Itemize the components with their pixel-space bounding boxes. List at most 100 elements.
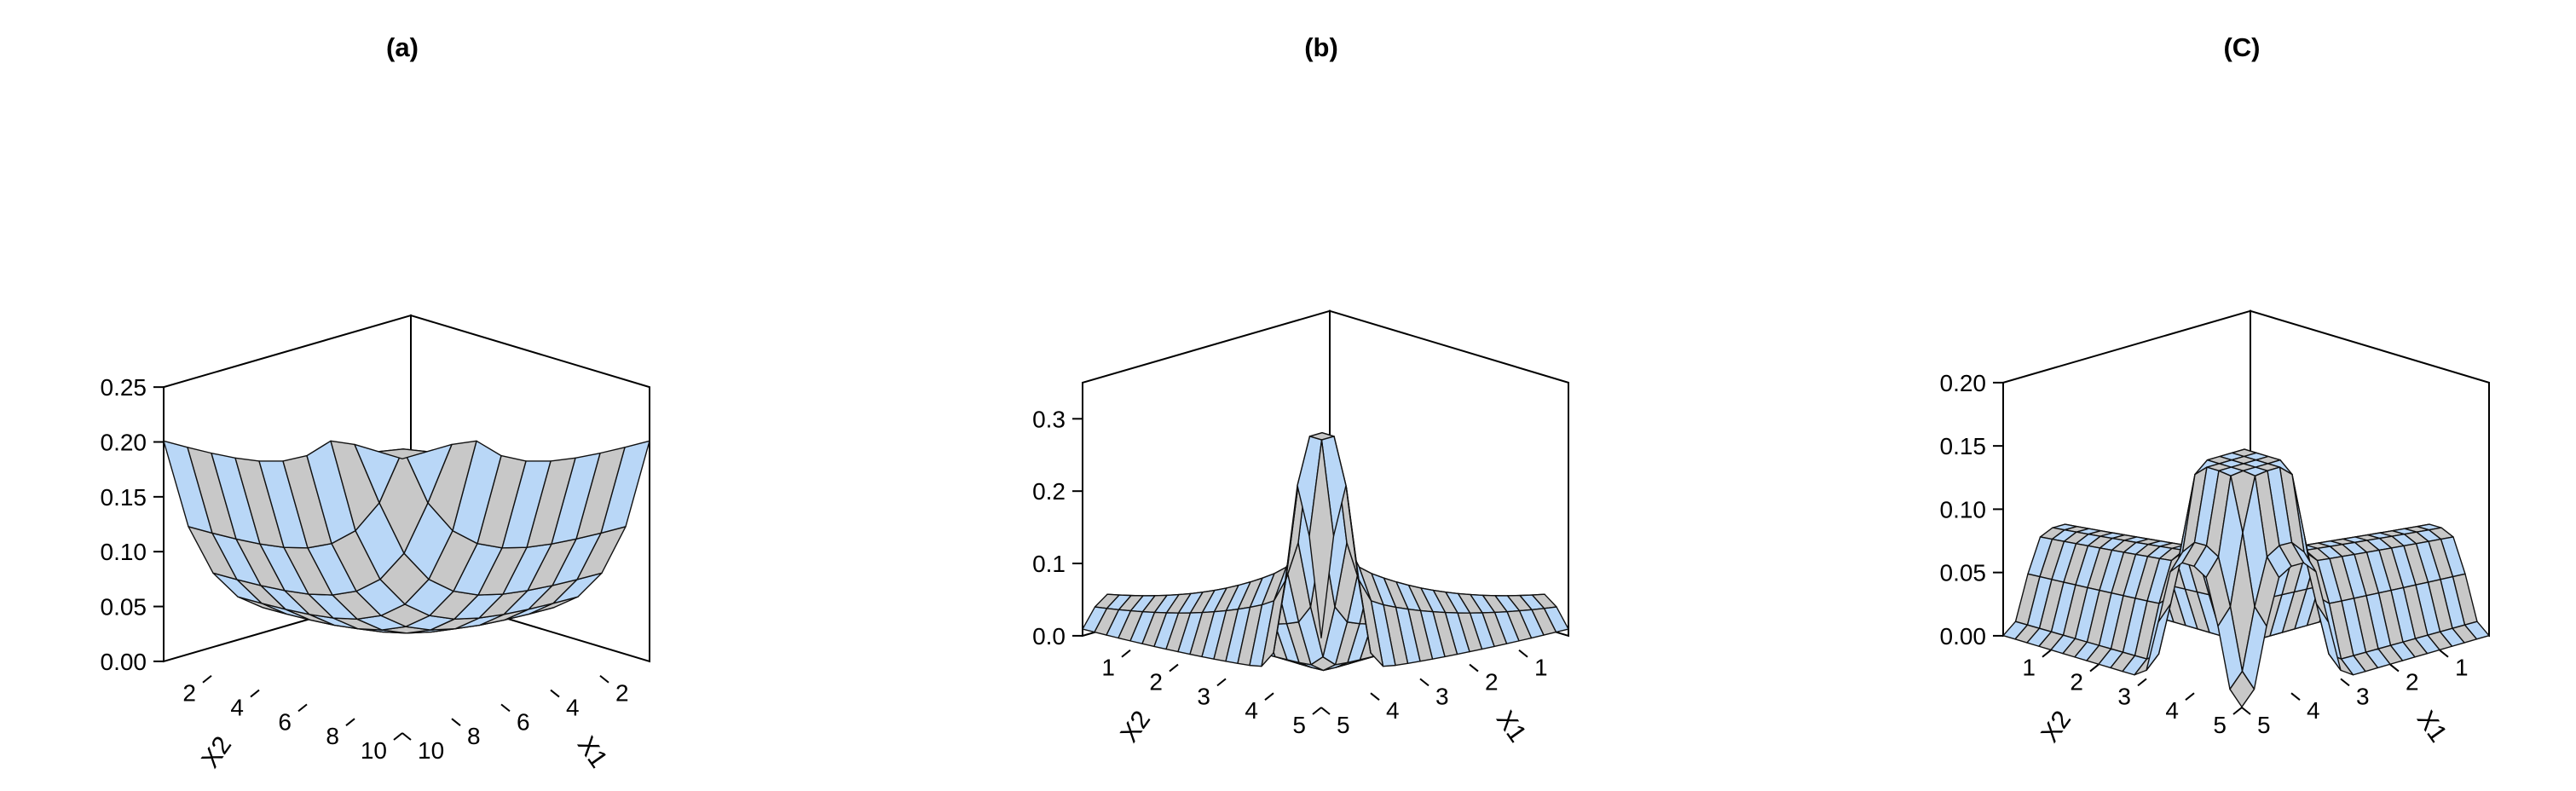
x1-tick-mark [401,732,412,741]
x1-tick-mark [500,703,511,713]
x1-tick-label: 2 [2406,669,2419,696]
surface-mesh [2002,448,2490,708]
z-tick-label: 0.2 [1032,478,1066,505]
x2-axis: 1 2 3 4 5 [2022,649,2243,738]
z-tick-label: 0.15 [101,484,147,511]
x1-tick-mark [2439,649,2449,658]
x2-tick-label: 10 [361,737,387,764]
z-tick-label: 0.25 [101,374,147,401]
x2-tick-mark [2089,663,2099,673]
x1-tick-label: 1 [1534,655,1548,681]
x2-tick-mark [202,674,212,684]
x1-tick-label: 2 [1485,669,1499,696]
x2-axis-label: X2 [196,731,237,773]
z-tick-label: 0.1 [1032,551,1066,577]
x1-tick-label: 2 [615,680,629,707]
z-tick-label: 0.00 [101,649,147,675]
x2-tick-label: 2 [182,680,196,707]
x1-tick-label: 8 [467,723,481,749]
x2-axis-label: X2 [2036,706,2076,748]
x1-axis-label: X1 [572,731,613,773]
x2-tick-mark [1121,649,1131,658]
x1-tick-mark [1419,678,1430,687]
z-tick-label: 0.20 [101,430,147,456]
z-tick-label: 0.05 [101,594,147,621]
x2-axis: 1 2 3 4 5 [1101,649,1322,738]
x2-axis: 2 4 6 8 10 [182,674,403,764]
surface-mesh [163,440,650,634]
x2-tick-label: 5 [2213,712,2227,738]
x1-axis-label: X1 [2411,706,2452,748]
x2-tick-label: 3 [2117,683,2131,709]
z-tick-label: 0.00 [1940,623,1987,650]
z-tick-label: 0.20 [1940,370,1987,396]
panel-title-b: (b) [1304,32,1338,62]
x1-tick-mark [2389,663,2400,673]
x1-tick-mark [599,674,609,684]
z-tick-label: 0.05 [1940,560,1987,586]
x1-tick-mark [2241,707,2251,715]
surface-mesh [1082,431,1569,672]
x2-tick-mark [1264,692,1274,701]
x1-tick-label: 6 [517,708,530,735]
x2-tick-label: 6 [278,708,292,735]
panel-title-a: (a) [386,32,419,62]
x1-tick-label: 4 [2307,697,2320,724]
x2-tick-label: 8 [326,723,339,749]
x1-tick-mark [1320,707,1331,715]
x2-tick-mark [2232,707,2243,715]
x2-tick-mark [1169,663,1179,673]
x1-axis: 2 4 6 8 10 [401,674,629,764]
x2-tick-label: 1 [2022,655,2036,681]
surface-facet [378,448,428,459]
x1-tick-mark [2340,678,2350,687]
x1-tick-label: 1 [2455,655,2469,681]
x2-tick-label: 2 [2070,669,2083,696]
x2-tick-mark [2042,649,2052,658]
z-axis: 0.0 0.1 0.2 0.3 [1032,406,1083,650]
x2-tick-mark [1312,707,1322,715]
x1-tick-label: 4 [566,695,580,721]
x2-tick-label: 3 [1197,683,1210,709]
surface-facet [1308,439,1335,638]
x2-tick-mark [250,689,260,698]
x1-tick-label: 3 [1435,683,1449,709]
x2-tick-mark [393,732,403,741]
x1-tick-mark [2290,692,2301,701]
x2-tick-label: 2 [1149,669,1163,696]
x2-tick-mark [297,703,308,713]
x2-tick-mark [2137,678,2147,687]
x2-tick-label: 1 [1101,655,1115,681]
x2-tick-mark [345,718,355,726]
x2-tick-label: 4 [2165,697,2179,724]
x1-tick-mark [451,718,461,726]
z-tick-label: 0.10 [1940,496,1987,523]
x2-tick-mark [2185,692,2195,701]
x1-tick-label: 4 [1386,697,1400,724]
x1-tick-label: 5 [1337,712,1350,738]
x1-tick-mark [1518,649,1528,658]
z-tick-label: 0.3 [1032,406,1066,432]
z-axis: 0.00 0.05 0.10 0.15 0.20 0.25 [101,374,164,675]
z-axis: 0.000.050.100.150.20 [1940,370,2003,650]
x1-axis-label: X1 [1491,706,1532,748]
z-tick-label: 0.10 [101,539,147,565]
x2-tick-mark [1216,678,1227,687]
back-wall-right [410,314,650,663]
x1-tick-label: 10 [418,737,444,764]
surface-panel-a: (a) 0.000.050.100.150.200.25246810X22468… [101,32,650,773]
x1-axis: 1 2 3 4 5 [1320,649,1548,738]
x1-tick-mark [1370,692,1380,701]
x1-tick-mark [550,689,560,698]
x2-tick-label: 5 [1292,712,1306,738]
panel-title-c: (C) [2223,32,2260,62]
surface-facet [2229,670,2255,708]
x1-tick-mark [1469,663,1479,673]
x2-tick-label: 4 [1245,697,1258,724]
x2-axis-label: X2 [1115,706,1156,748]
z-tick-label: 0.0 [1032,623,1066,650]
x2-tick-label: 4 [230,695,244,721]
